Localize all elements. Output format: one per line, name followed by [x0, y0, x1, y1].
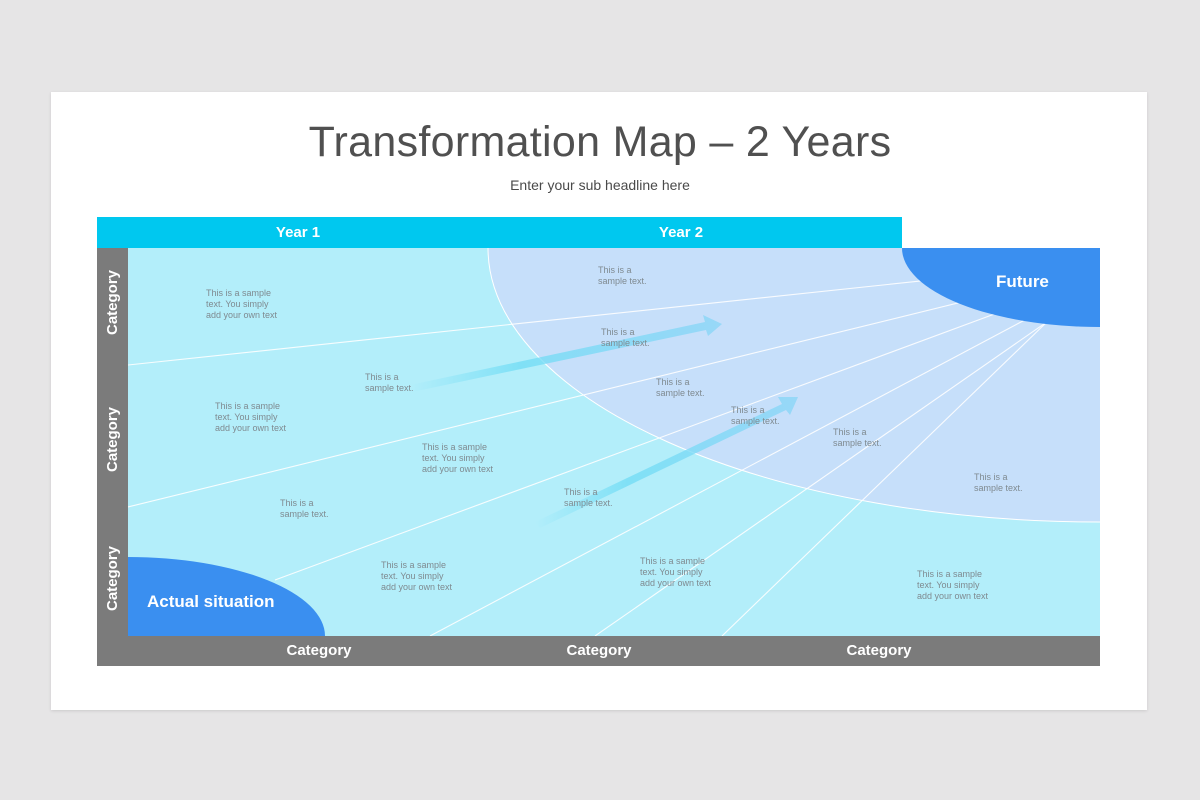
horizontal-axis-bar	[97, 636, 1100, 666]
column-category-2: Category	[566, 642, 632, 659]
note-text: This is a sample text.	[656, 377, 705, 398]
note-text: This is a sample text.	[598, 265, 647, 286]
vertical-axis-bar	[97, 248, 128, 666]
year-2-label: Year 2	[658, 224, 704, 241]
note-text: This is a sample text. You simply add yo…	[422, 442, 494, 474]
progress-arrow-1	[410, 315, 722, 392]
future-zone	[487, 248, 1100, 523]
note-text: This is a sample text.	[833, 427, 882, 448]
note-text: This is a sample text. You simply add yo…	[215, 401, 287, 433]
note-text: This is a sample text.	[974, 472, 1023, 493]
row-category-1: Category	[104, 269, 121, 335]
future-blob	[902, 248, 1100, 327]
row-category-2: Category	[104, 406, 121, 472]
actual-situation-label: Actual situation	[147, 592, 275, 611]
actual-situation-blob	[128, 557, 325, 636]
note-text: This is a sample text. You simply add yo…	[381, 560, 453, 592]
note-text: This is a sample text.	[731, 405, 780, 426]
note-text: This is a sample text.	[564, 487, 613, 508]
note-text: This is a sample text. You simply add yo…	[206, 288, 278, 320]
page-subtitle: Enter your sub headline here	[510, 177, 690, 193]
note-text: This is a sample text.	[280, 498, 329, 519]
note-text: This is a sample text. You simply add yo…	[640, 556, 712, 588]
year-header-bar	[97, 217, 902, 248]
note-text: This is a sample text.	[601, 327, 650, 348]
future-label: Future	[996, 272, 1049, 291]
note-text: This is a sample text. You simply add yo…	[917, 569, 989, 601]
page-title: Transformation Map – 2 Years	[308, 118, 892, 166]
column-category-3: Category	[846, 642, 912, 659]
radiating-lines	[128, 261, 1100, 636]
progress-arrow-2	[535, 397, 798, 528]
row-category-3: Category	[104, 545, 121, 611]
column-category-1: Category	[286, 642, 352, 659]
note-text: This is a sample text.	[365, 372, 414, 393]
year-1-label: Year 1	[275, 224, 321, 241]
